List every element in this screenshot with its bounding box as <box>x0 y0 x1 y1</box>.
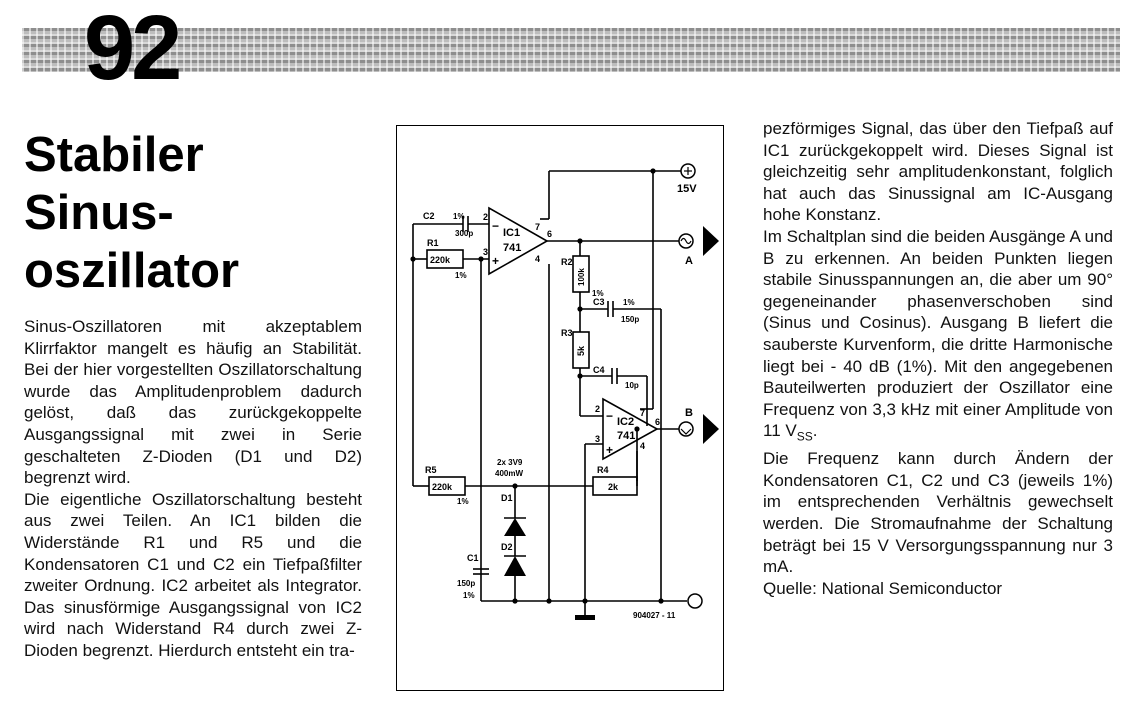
r3-value-label: 5k <box>576 345 586 356</box>
article-title: Stabiler Sinus- oszillator <box>24 126 239 300</box>
ic2-label: IC2 <box>617 416 634 428</box>
page-number: 92 <box>84 0 182 99</box>
r1-tol-label: 1% <box>455 271 467 280</box>
c3-value-label: 150p <box>621 315 639 324</box>
c4-value-label: 10p <box>625 381 639 390</box>
paragraph: Im Schaltplan sind die beiden Ausgänge A… <box>763 226 1113 448</box>
right-column: pezförmiges Signal, das über den Tiefpaß… <box>763 118 1113 599</box>
ic2-plus-label: + <box>606 443 613 457</box>
ic1-label: IC1 <box>503 227 520 239</box>
r5-tol-label: 1% <box>457 497 469 506</box>
ic2-pin2-label: 2 <box>595 404 600 414</box>
circuit-figure: 15V IC1 741 − + 2 3 7 6 4 A B C2 1% 300p… <box>396 125 724 691</box>
period: . <box>812 421 818 441</box>
ic1-pin2-label: 2 <box>483 212 488 222</box>
d2-label: D2 <box>501 542 513 552</box>
ic1-type-label: 741 <box>503 242 521 254</box>
r4-label: R4 <box>597 465 609 475</box>
c2-value-label: 300p <box>455 229 473 238</box>
paragraph-text: Im Schaltplan sind die beiden Ausgänge A… <box>763 226 1113 441</box>
r2-label: R2 <box>561 257 573 267</box>
r1-value-label: 220k <box>430 255 451 265</box>
output-b-label: B <box>685 407 693 419</box>
r3-label: R3 <box>561 328 573 338</box>
c1-tol-label: 1% <box>463 591 475 600</box>
c2-label: C2 <box>423 211 435 221</box>
left-column: Sinus-Oszillatoren mit akzeptablem Klirr… <box>24 316 362 662</box>
title-line: Stabiler <box>24 128 204 182</box>
paragraph: Die Frequenz kann durch Ändern der Konde… <box>763 449 1113 577</box>
output-b-arrow-icon <box>703 414 719 444</box>
c3-tol-label: 1% <box>623 298 635 307</box>
c2-tol-label: 1% <box>453 212 465 221</box>
c4-label: C4 <box>593 365 605 375</box>
header-band <box>22 14 1120 82</box>
ic2-pin6-label: 6 <box>655 417 660 427</box>
ic1-pin7-label: 7 <box>535 222 540 232</box>
ic2-type-label: 741 <box>617 430 635 442</box>
ground-terminal-icon <box>687 593 703 609</box>
ic2-pin4-label: 4 <box>640 441 645 451</box>
r2-tol-label: 1% <box>592 289 604 298</box>
zener-power-label: 400mW <box>495 469 523 478</box>
c1-value-label: 150p <box>457 579 475 588</box>
r5-value-label: 220k <box>432 482 453 492</box>
ic1-pin6-label: 6 <box>547 229 552 239</box>
paragraph: Sinus-Oszillatoren mit akzeptablem Klirr… <box>24 317 362 488</box>
zener-label: 2x 3V9 <box>497 458 523 467</box>
ic2-pin3-label: 3 <box>595 434 600 444</box>
subscript-ss: SS <box>796 429 813 444</box>
r2-value-label: 100k <box>577 268 586 286</box>
ic1-plus-label: + <box>492 254 499 268</box>
supply-label: 15V <box>677 183 697 195</box>
r5-label: R5 <box>425 465 437 475</box>
ic1-pin4-label: 4 <box>535 254 540 264</box>
ic1-pin3-label: 3 <box>483 247 488 257</box>
paragraph: Die eigentliche Oszillatorschaltung best… <box>24 489 362 660</box>
r4-value-label: 2k <box>608 482 619 492</box>
title-line: oszillator <box>24 244 240 298</box>
paragraph: Quelle: National Semiconductor <box>763 578 1003 598</box>
c3-label: C3 <box>593 297 605 307</box>
output-a-arrow-icon <box>703 226 719 256</box>
title-line: Sinus- <box>24 186 174 240</box>
ic2-pin7-label: 7 <box>640 408 645 418</box>
output-a-label: A <box>685 255 693 267</box>
r1-label: R1 <box>427 238 439 248</box>
d1-label: D1 <box>501 493 513 503</box>
ic2-minus-label: − <box>606 409 613 423</box>
output-b-terminal-icon <box>678 421 694 437</box>
c1-label: C1 <box>467 553 479 563</box>
part-number-label: 904027 - 11 <box>633 611 676 620</box>
circuit-schematic: 15V IC1 741 − + 2 3 7 6 4 A B C2 1% 300p… <box>410 163 719 620</box>
ic1-minus-label: − <box>492 219 499 233</box>
paragraph: pezförmiges Signal, das über den Tiefpaß… <box>763 119 1113 225</box>
